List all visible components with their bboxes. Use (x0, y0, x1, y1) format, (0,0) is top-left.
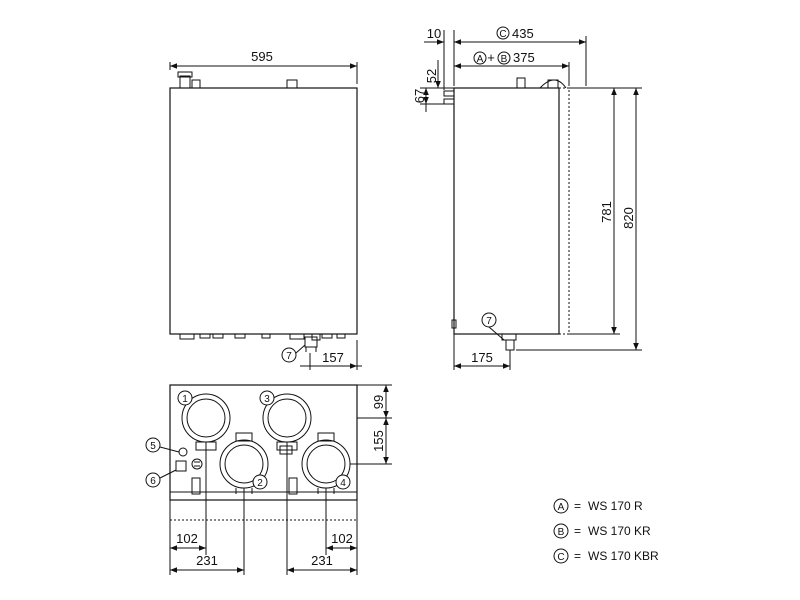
callout-3-label: 3 (264, 394, 270, 405)
legend-b-letter: B (558, 527, 565, 538)
dim-102-left-label: 102 (176, 531, 198, 546)
side-extension-dotted (558, 87, 570, 335)
legend-c-model: WS 170 KBR (588, 549, 659, 563)
top-fitting-right (286, 79, 298, 89)
side-housing (453, 87, 560, 335)
dim-435-label: 435 (512, 26, 534, 41)
legend-a-model: WS 170 R (588, 499, 643, 513)
plus-sign: + (487, 50, 495, 65)
dim-595-label: 595 (251, 49, 273, 64)
dim-175-label: 175 (471, 350, 493, 365)
bottom-view (145, 384, 392, 575)
dim-231-left-label: 231 (196, 553, 218, 568)
dim-99-label: 99 (371, 395, 386, 409)
callout-5 (145, 437, 161, 453)
callout-7-side-label: 7 (486, 316, 492, 327)
callout-2 (252, 474, 268, 490)
dim-67-label: 67 (412, 89, 427, 103)
callout-4 (335, 474, 351, 490)
dim-52-label: 52 (424, 69, 439, 83)
callout-6-label: 6 (150, 476, 156, 487)
dim-b-letter: B (501, 54, 508, 65)
front-view (169, 62, 362, 370)
dim-a-letter: A (477, 54, 484, 65)
front-housing (169, 87, 358, 335)
legend-c-eq: = (574, 549, 581, 563)
callout-7-front (281, 347, 297, 363)
callout-7-front-label: 7 (286, 351, 292, 362)
dim-375-label-group: A + B 375 (473, 50, 535, 65)
legend-a-eq: = (574, 499, 581, 513)
dim-820-label: 820 (621, 207, 636, 229)
legend-item-c: C = WS 170 KBR (553, 548, 659, 564)
dim-157-label: 157 (322, 350, 344, 365)
callout-5-label: 5 (150, 441, 156, 452)
legend-b-model: WS 170 KR (588, 524, 651, 538)
callout-3 (259, 390, 275, 406)
callout-2-label: 2 (257, 478, 263, 489)
legend-c-letter: C (557, 552, 564, 563)
callout-1-label: 1 (182, 394, 188, 405)
side-view (420, 30, 642, 370)
dim-375-label: 375 (513, 50, 535, 65)
dim-c-letter: C (499, 29, 506, 40)
legend-item-b: B = WS 170 KR (553, 523, 651, 539)
dim-10-label: 10 (427, 26, 441, 41)
dim-231-right-label: 231 (311, 553, 333, 568)
dim-102-right-label: 102 (331, 531, 353, 546)
legend-item-a: A = WS 170 R (553, 498, 643, 514)
callout-1 (177, 390, 193, 406)
dim-155-label: 155 (371, 430, 386, 452)
legend: A = WS 170 R B = WS 170 KR C = WS 170 KB… (553, 498, 659, 564)
legend-b-eq: = (574, 524, 581, 538)
callout-6 (145, 472, 161, 488)
legend-a-letter: A (558, 502, 565, 513)
bottom-connectors (179, 333, 346, 352)
top-fitting-left (179, 75, 191, 89)
dim-781-label: 781 (599, 201, 614, 223)
dim-435-label-group: C 435 (496, 26, 534, 41)
callout-4-label: 4 (340, 478, 346, 489)
